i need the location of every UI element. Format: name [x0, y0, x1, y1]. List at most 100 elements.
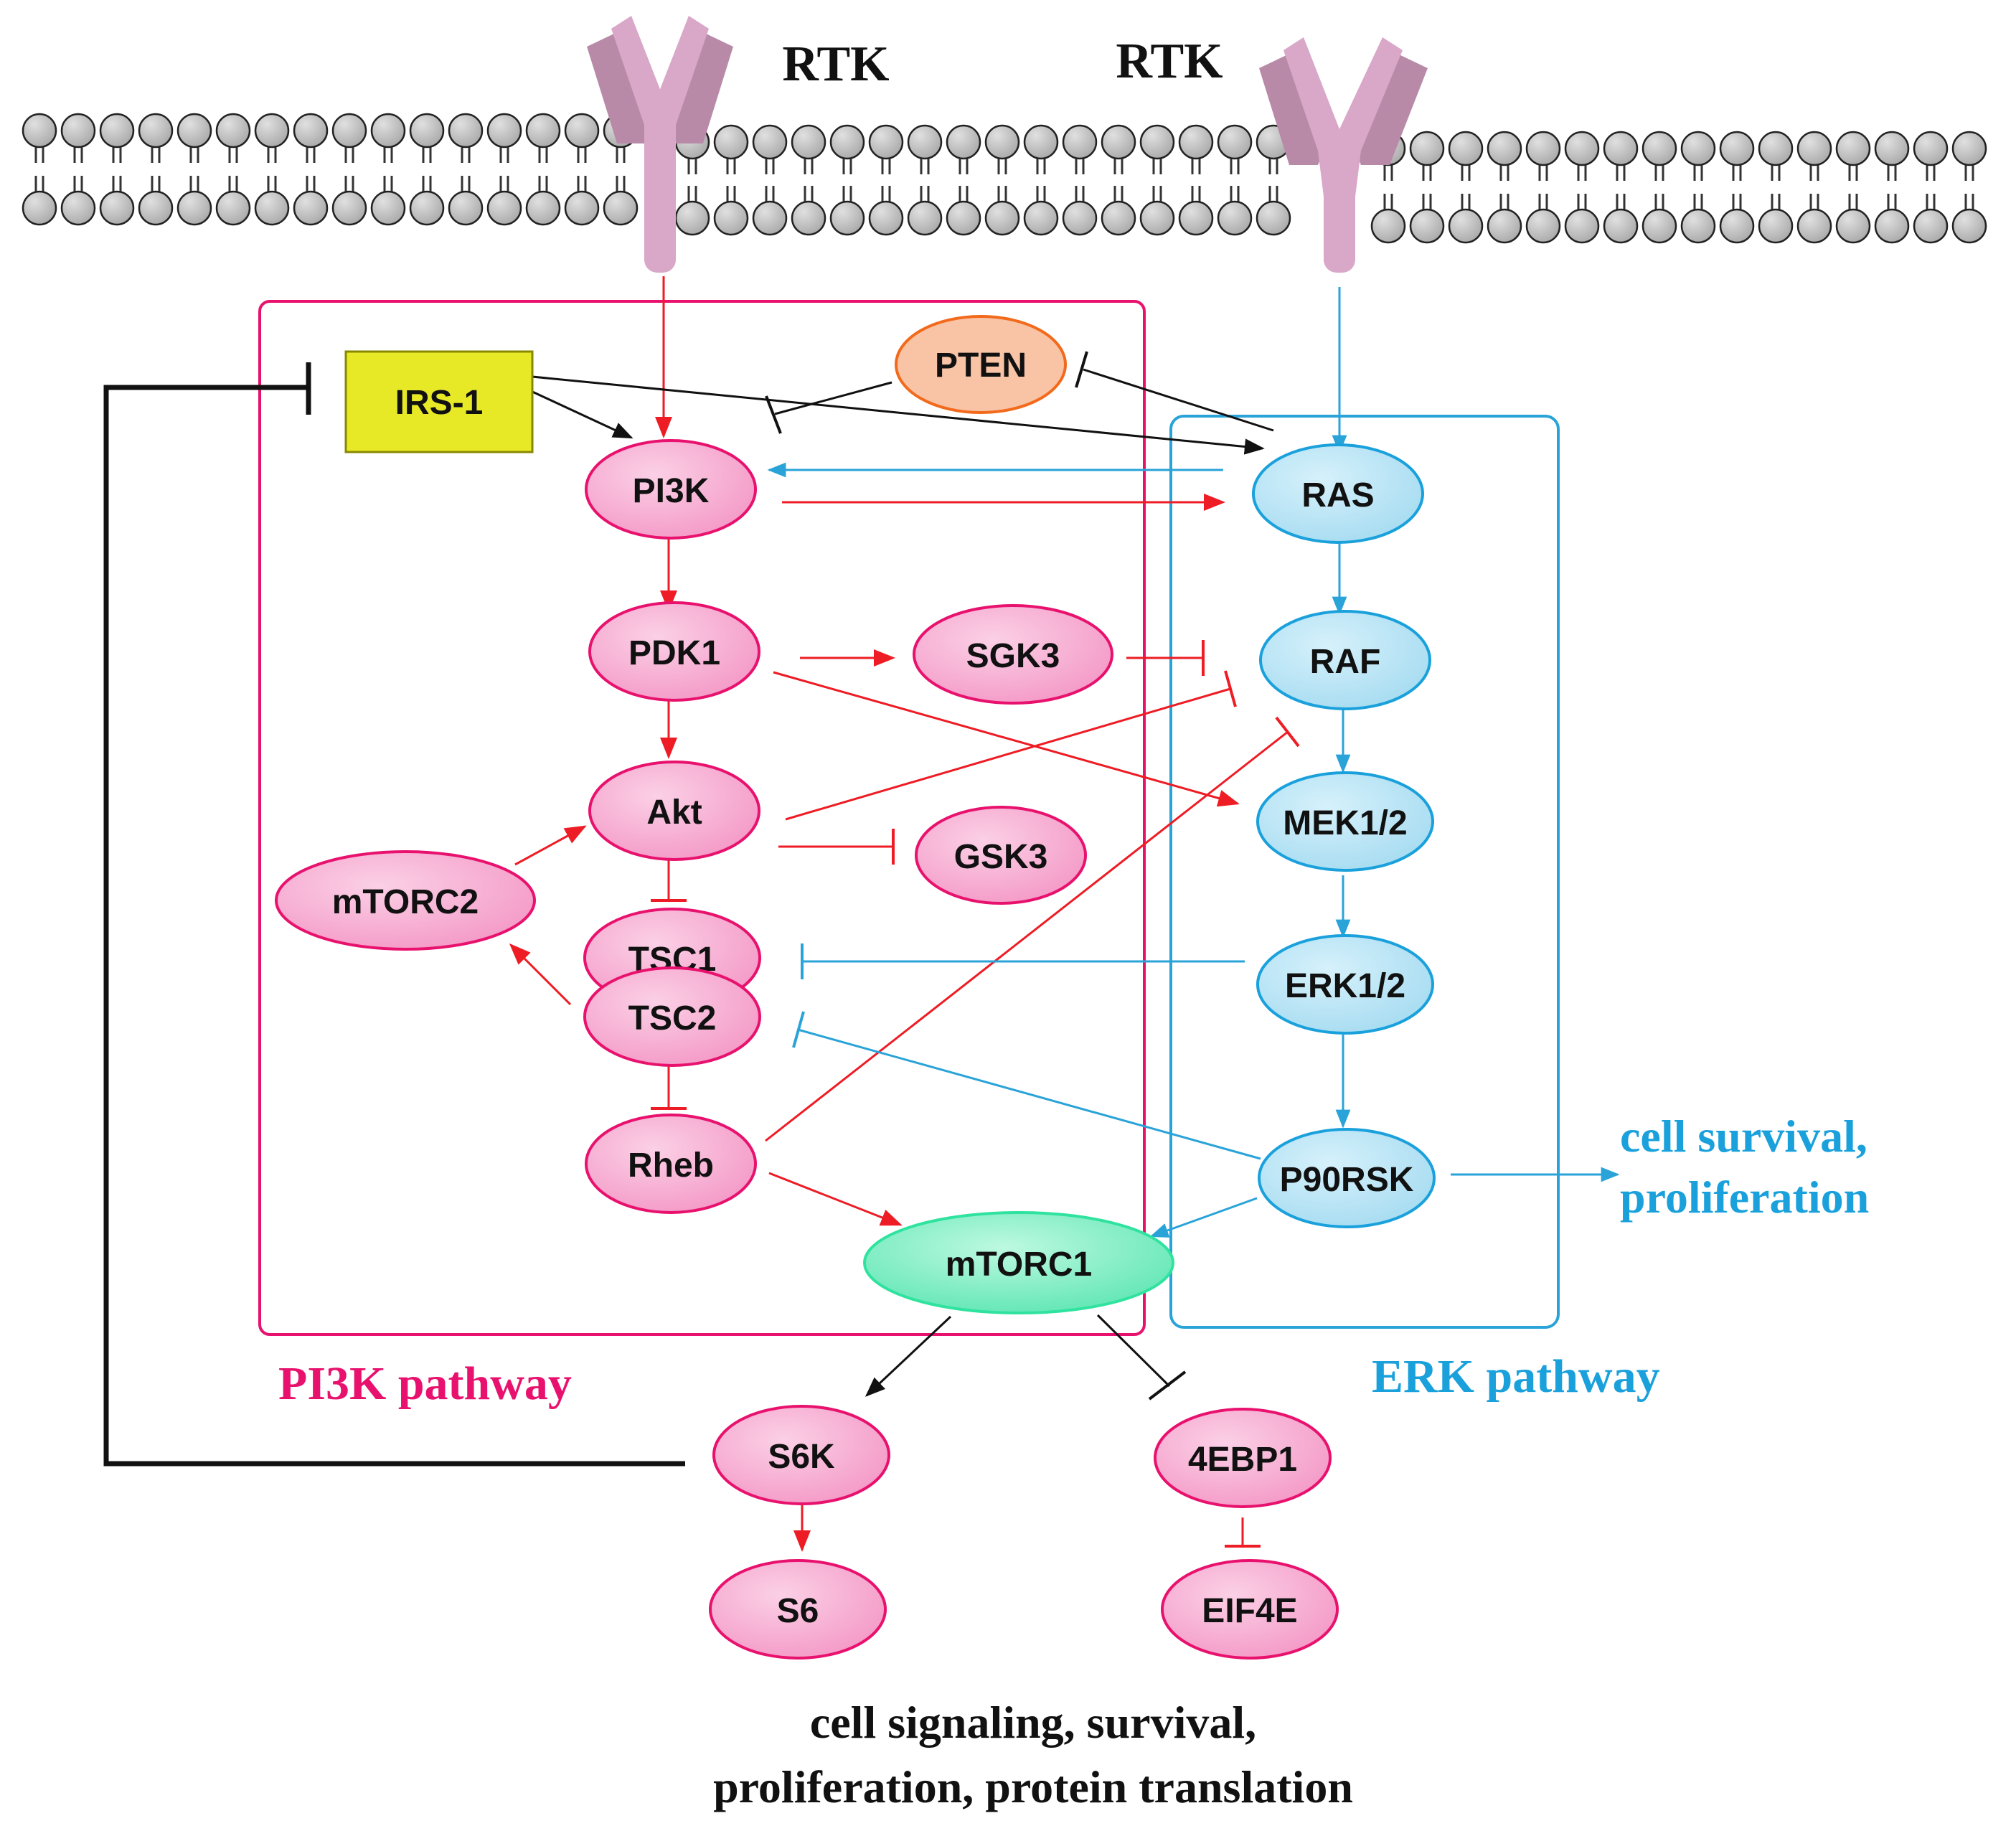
pdk1-label: PDK1	[628, 634, 720, 672]
lipid-head	[1525, 208, 1561, 244]
mtorc1-inhibits-4ebp1	[1096, 1314, 1187, 1401]
lipid-tail	[920, 159, 930, 202]
lipid-tail	[228, 147, 238, 192]
lipid-head	[829, 200, 865, 236]
lipid-head	[791, 124, 826, 160]
lipid-head	[525, 113, 561, 149]
lipid-head	[1448, 208, 1484, 244]
lipid-head	[448, 113, 484, 149]
lipid-tail	[112, 147, 122, 192]
lipid-tail	[616, 147, 626, 192]
raf-label: RAF	[1310, 643, 1381, 681]
lipid-tail	[1461, 165, 1471, 210]
sgk3-label: SGK3	[966, 637, 1060, 675]
lipid-head	[1680, 131, 1716, 166]
ras-label: RAS	[1301, 476, 1374, 514]
lipid-head	[448, 190, 484, 226]
lipid-tail	[499, 147, 509, 192]
rheb-inhibits-raf	[765, 716, 1300, 1142]
lipid-head	[1023, 200, 1059, 236]
lipid-head	[1603, 208, 1639, 244]
lipid-head	[1719, 131, 1755, 166]
lipid-head	[1641, 131, 1677, 166]
tsc2-label: TSC2	[628, 999, 717, 1037]
sgk3-inhibits-raf	[1126, 640, 1205, 676]
pten-inhibits-pi3k	[765, 381, 892, 434]
lipid-tail	[1732, 165, 1742, 210]
lipid-head	[1487, 208, 1522, 244]
lipid-head	[1874, 131, 1910, 166]
lipid-head	[22, 113, 57, 149]
lipid-tail	[726, 159, 736, 202]
s6k-label: S6K	[768, 1438, 835, 1476]
lipid-tail	[461, 147, 471, 192]
4ebp1-inhibits-eif4e	[1225, 1517, 1261, 1548]
irs1-label: IRS-1	[395, 384, 484, 422]
4ebp1-label: 4EBP1	[1188, 1441, 1297, 1479]
p90rsk-node: P90RSK	[1258, 1128, 1436, 1228]
lipid-tail	[1499, 165, 1509, 210]
lipid-head	[22, 190, 57, 226]
lipid-tail	[306, 147, 316, 192]
p90rsk-inhibits-tsc2	[792, 1011, 1261, 1160]
lipid-head	[907, 124, 943, 160]
lipid-tail	[1422, 165, 1432, 210]
lipid-head	[293, 190, 329, 226]
lipid-head	[1178, 200, 1214, 236]
mtorc1-to-s6k-arrow	[865, 1315, 952, 1397]
lipid-head	[1913, 131, 1949, 166]
lipid-head	[1951, 208, 1987, 244]
lipid-head	[713, 124, 749, 160]
lipid-tail	[1383, 165, 1393, 210]
lipid-tail	[881, 159, 891, 202]
lipid-head	[564, 113, 600, 149]
mtorc2-to-akt-arrow	[514, 825, 587, 866]
pdk1-to-mek-arrow	[773, 671, 1240, 807]
ras-inhibits-pten	[1075, 351, 1274, 432]
lipid-head	[138, 190, 174, 226]
lipid-head	[1139, 124, 1175, 160]
s6k-node: S6K	[712, 1405, 890, 1505]
lipid-tail	[422, 147, 432, 192]
s6-label: S6	[777, 1592, 819, 1630]
lipid-tail	[1887, 165, 1897, 210]
lipid-head	[486, 190, 522, 226]
lipid-head	[1951, 131, 1987, 166]
lipid-tail	[1075, 159, 1085, 202]
lipid-head	[674, 200, 710, 236]
erk-pathway-label: ERK pathway	[1372, 1350, 1660, 1403]
lipid-tail	[1693, 165, 1703, 210]
lipid-head	[331, 113, 367, 149]
lipid-head	[409, 190, 445, 226]
lipid-head	[1796, 208, 1832, 244]
4ebp1-node: 4EBP1	[1154, 1408, 1332, 1508]
lipid-tail	[1191, 159, 1201, 202]
lipid-head	[60, 190, 96, 226]
lipid-head	[1796, 131, 1832, 166]
lipid-head	[99, 190, 135, 226]
lipid-head	[409, 113, 445, 149]
lipid-head	[331, 190, 367, 226]
lipid-tail	[1771, 165, 1781, 210]
lipid-head	[1256, 200, 1291, 236]
ras-node: RAS	[1252, 443, 1424, 544]
lipid-head	[1139, 200, 1175, 236]
erk-outcome-line2: proliferation	[1620, 1172, 1869, 1223]
lipid-head	[254, 190, 290, 226]
lipid-head	[525, 190, 561, 226]
erk-label: ERK1/2	[1285, 967, 1405, 1005]
pten-node: PTEN	[895, 315, 1067, 414]
lipid-head	[829, 124, 865, 160]
erk-pathway-box	[1169, 415, 1560, 1329]
lipid-head	[1487, 131, 1522, 166]
lipid-head	[1217, 200, 1253, 236]
lipid-tail	[34, 147, 44, 192]
lipid-tail	[1268, 159, 1278, 202]
lipid-head	[1101, 124, 1136, 160]
lipid-tail	[1926, 165, 1936, 210]
rtk-receptor-left	[587, 16, 733, 273]
lipid-head	[1062, 124, 1098, 160]
lipid-tail	[842, 159, 852, 202]
lipid-head	[60, 113, 96, 149]
